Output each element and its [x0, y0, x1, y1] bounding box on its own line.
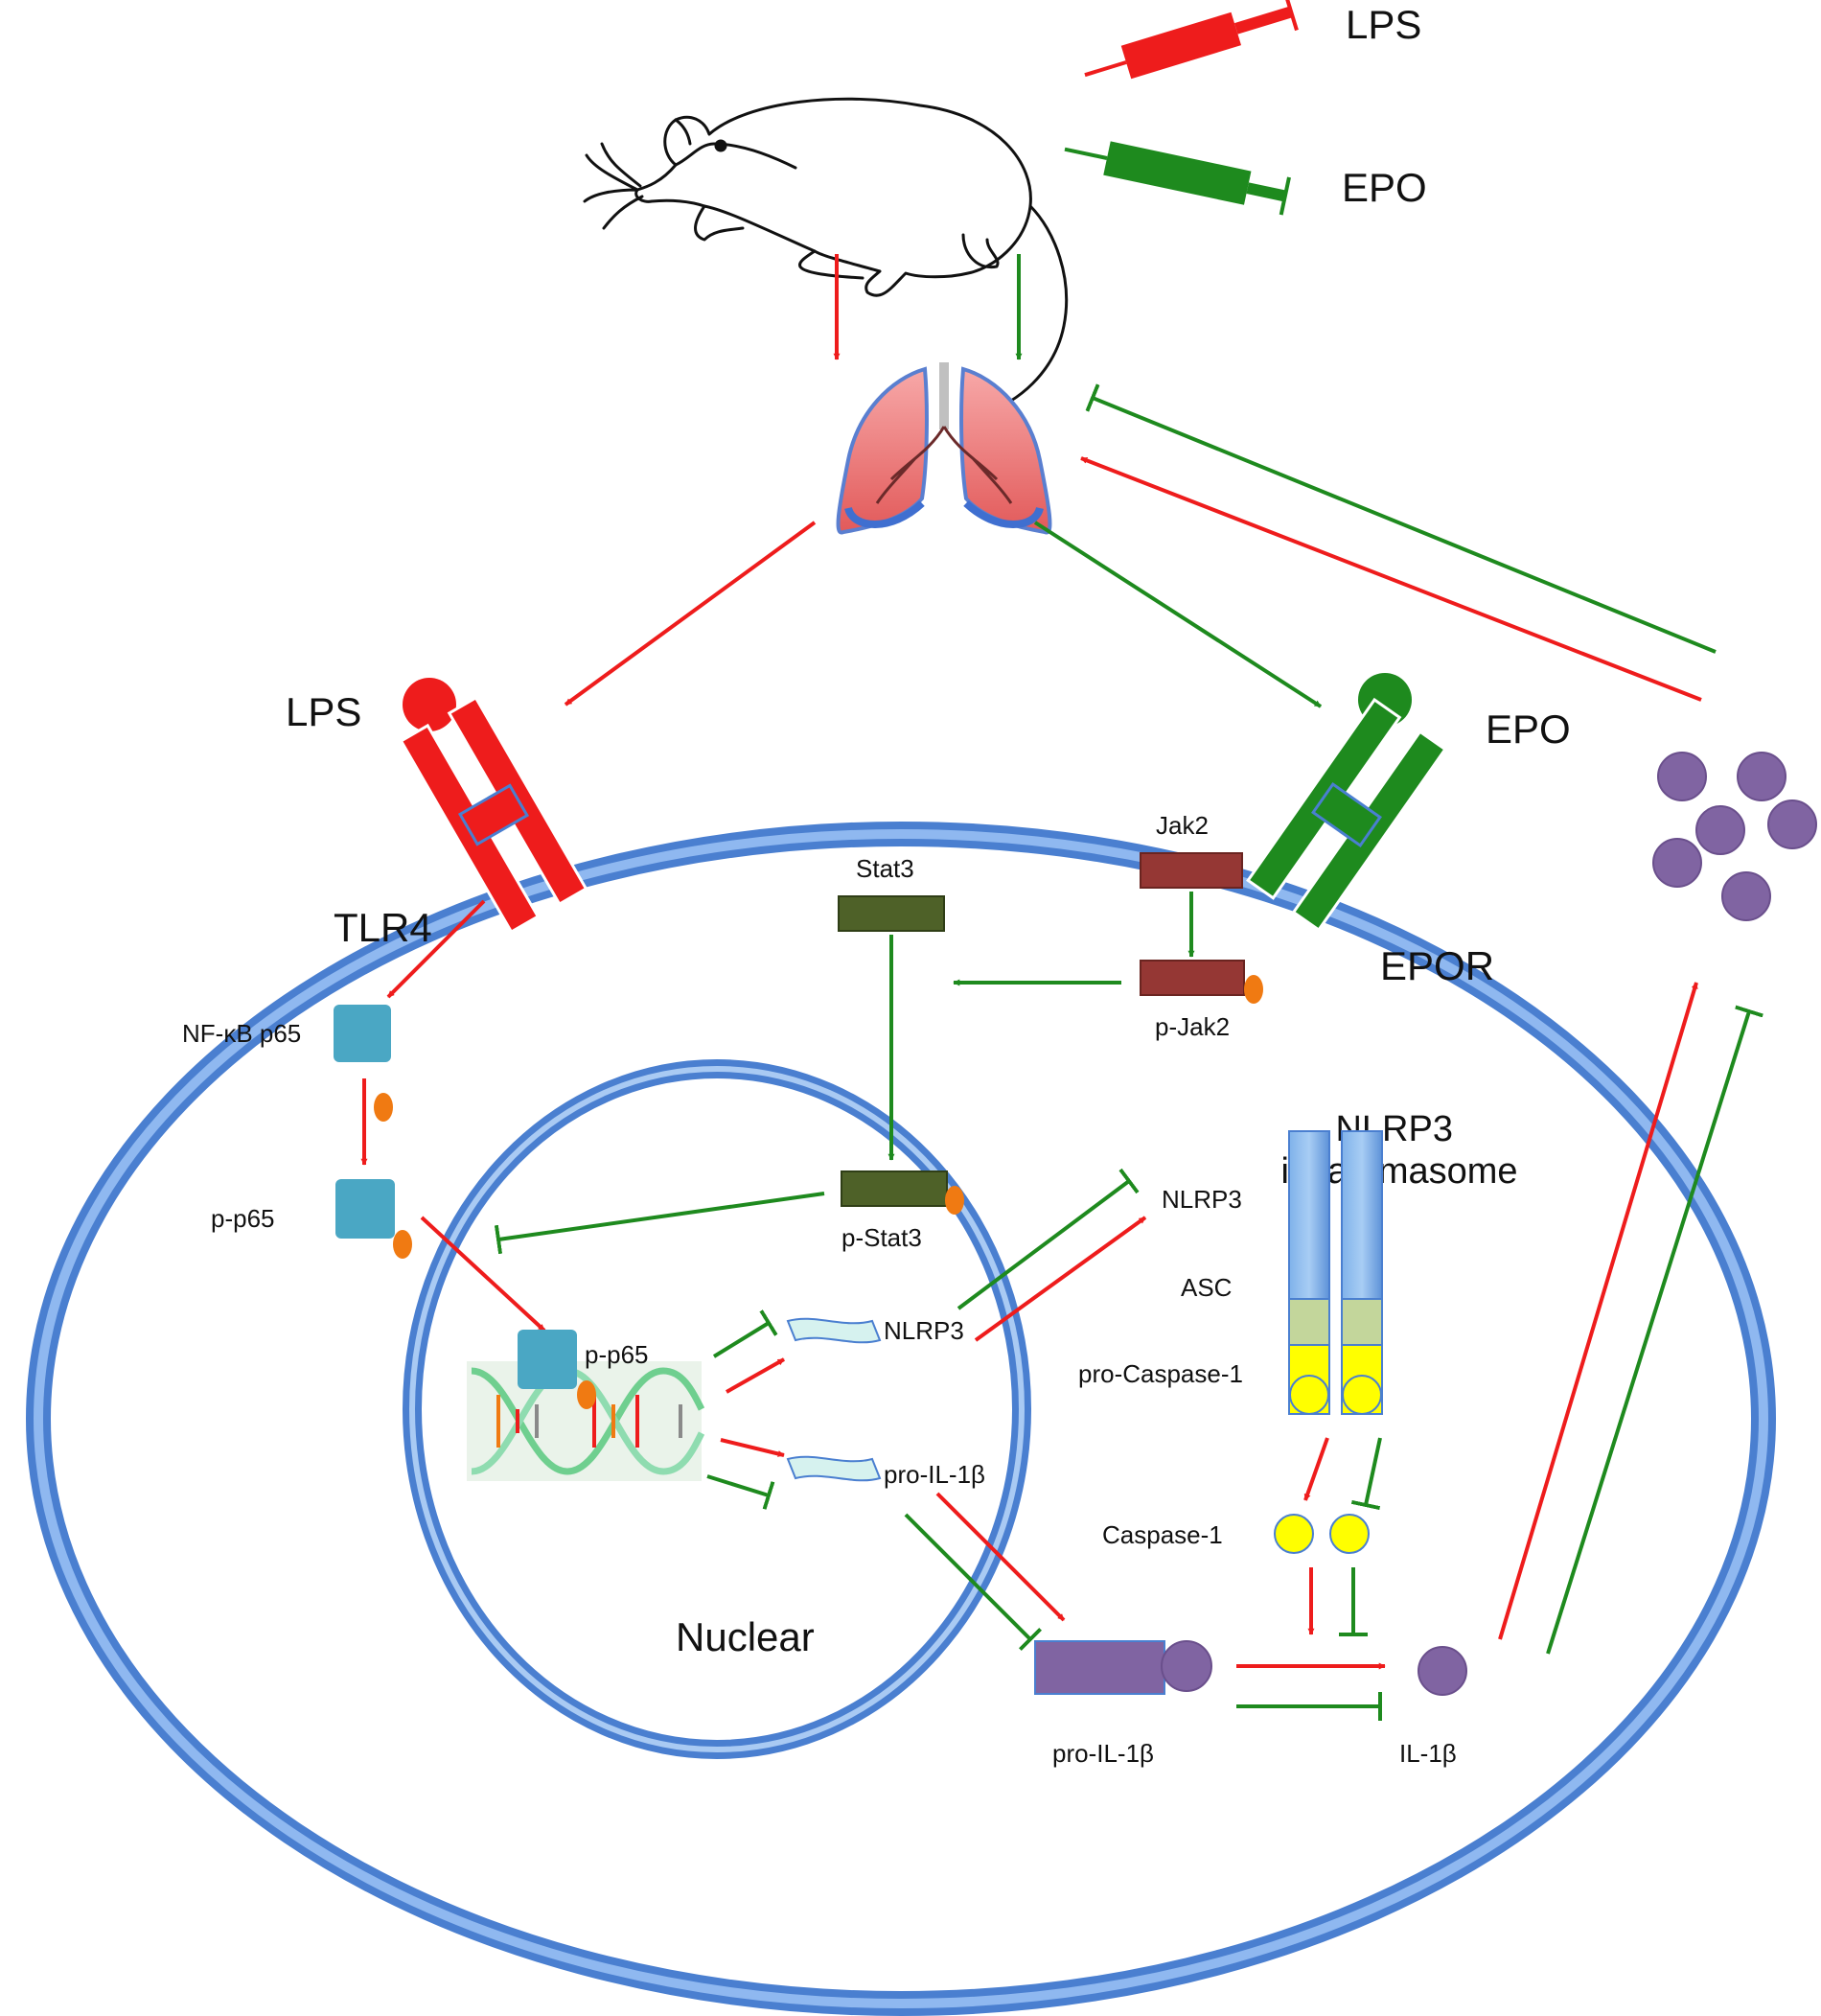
arrow-dna-nlrp3-mrna [726, 1357, 785, 1394]
nfkb-p65-label: NF-κB p65 [182, 1019, 301, 1048]
pro-il1b-protein-head [1161, 1640, 1212, 1692]
inhibit-proil1b-mrna-protein [904, 1513, 1043, 1652]
released-il1b-cluster [1652, 752, 1817, 921]
nlrp3-protein-label: NLRP3 [1162, 1185, 1242, 1214]
inhibit-nlrp3-mrna-protein [957, 1168, 1140, 1310]
jak2-box [1140, 852, 1243, 889]
arrow-proil1b-mrna-protein [935, 1492, 1066, 1622]
arrow-lung-tlr4 [564, 521, 817, 707]
arrow-il1b-lung-red [1080, 456, 1702, 702]
arrow-p65-nucleus [420, 1216, 546, 1332]
tlr4-receptor [399, 678, 588, 935]
epor-label: EPOR [1380, 943, 1494, 988]
nfkb-p65-box [334, 1005, 391, 1062]
il1b-label: IL-1β [1399, 1739, 1457, 1768]
p-jak2-box [1140, 960, 1245, 996]
p-stat3-label: p-Stat3 [841, 1223, 922, 1252]
jak2-label: Jak2 [1156, 811, 1209, 840]
caspase1-dimer-left [1274, 1514, 1314, 1554]
arrow-procasp-casp [1303, 1437, 1329, 1501]
p-p65-box [335, 1179, 395, 1239]
p-stat3-box [841, 1170, 948, 1207]
inhibit-il1b-release [1546, 1005, 1763, 1655]
p-p65-cyto-label: p-p65 [211, 1204, 275, 1233]
pro-il1b-mrna [786, 1455, 882, 1482]
nuclear-label: Nuclear [676, 1614, 815, 1659]
mouse-icon [583, 97, 1069, 414]
arrow-lung-epor [1033, 521, 1323, 708]
tlr4-label: TLR4 [334, 905, 432, 950]
pro-caspase1-label: pro-Caspase-1 [1078, 1359, 1243, 1388]
inhibit-procasp-casp [1350, 1437, 1382, 1511]
arrow-dna-proil1b-mrna [720, 1438, 785, 1457]
asc-label: ASC [1181, 1273, 1232, 1302]
pro-il1b-mrna-label: pro-IL-1β [884, 1460, 985, 1489]
nlrp3-mrna-label: NLRP3 [884, 1316, 964, 1345]
lung-icon [836, 362, 1052, 535]
p-stat3-phospho [945, 1186, 964, 1215]
dna-icon [467, 1361, 705, 1481]
p-p65-nuclear-label: p-p65 [585, 1340, 649, 1369]
epo-receptor-label: EPO [1486, 707, 1571, 752]
epo-syringe-label: EPO [1342, 165, 1427, 210]
arrow-tlr4-nfkb [386, 899, 486, 999]
lps-syringe-label: LPS [1346, 2, 1421, 47]
p-jak2-label: p-Jak2 [1155, 1012, 1230, 1041]
epor-receptor [1246, 673, 1447, 933]
inflammasome-complex [1288, 1130, 1383, 1415]
il1b-mature [1418, 1646, 1467, 1696]
arrow-il1b-release [1498, 982, 1698, 1640]
pro-il1b-protein-box [1034, 1640, 1165, 1695]
lps-receptor-label: LPS [286, 689, 361, 734]
cell-membrane [26, 822, 1776, 2016]
arrow-nlrp3-mrna-protein [974, 1216, 1147, 1342]
caspase1-dimer-right [1329, 1514, 1370, 1554]
nlrp3-mrna [786, 1317, 882, 1344]
p-p65-nuclear-box [518, 1330, 577, 1389]
inhibit-dna-nlrp3-mrna [712, 1309, 778, 1358]
caspase1-label: Caspase-1 [1102, 1520, 1223, 1549]
stat3-box [838, 895, 945, 932]
p-p65-phospho [393, 1230, 412, 1259]
stat3-label: Stat3 [856, 854, 914, 883]
syringe-icon [1064, 0, 1299, 216]
inhibit-pstat3-p65 [494, 1192, 825, 1255]
p-p65-nuclear-phospho [577, 1380, 596, 1409]
p-jak2-phospho [1244, 975, 1263, 1004]
inhibit-il1b-lung-green [1085, 383, 1717, 654]
phospho-group-free [374, 1093, 393, 1122]
inhibit-dna-proil1b-mrna [706, 1474, 775, 1510]
pro-il1b-protein-label: pro-IL-1β [1052, 1739, 1154, 1768]
